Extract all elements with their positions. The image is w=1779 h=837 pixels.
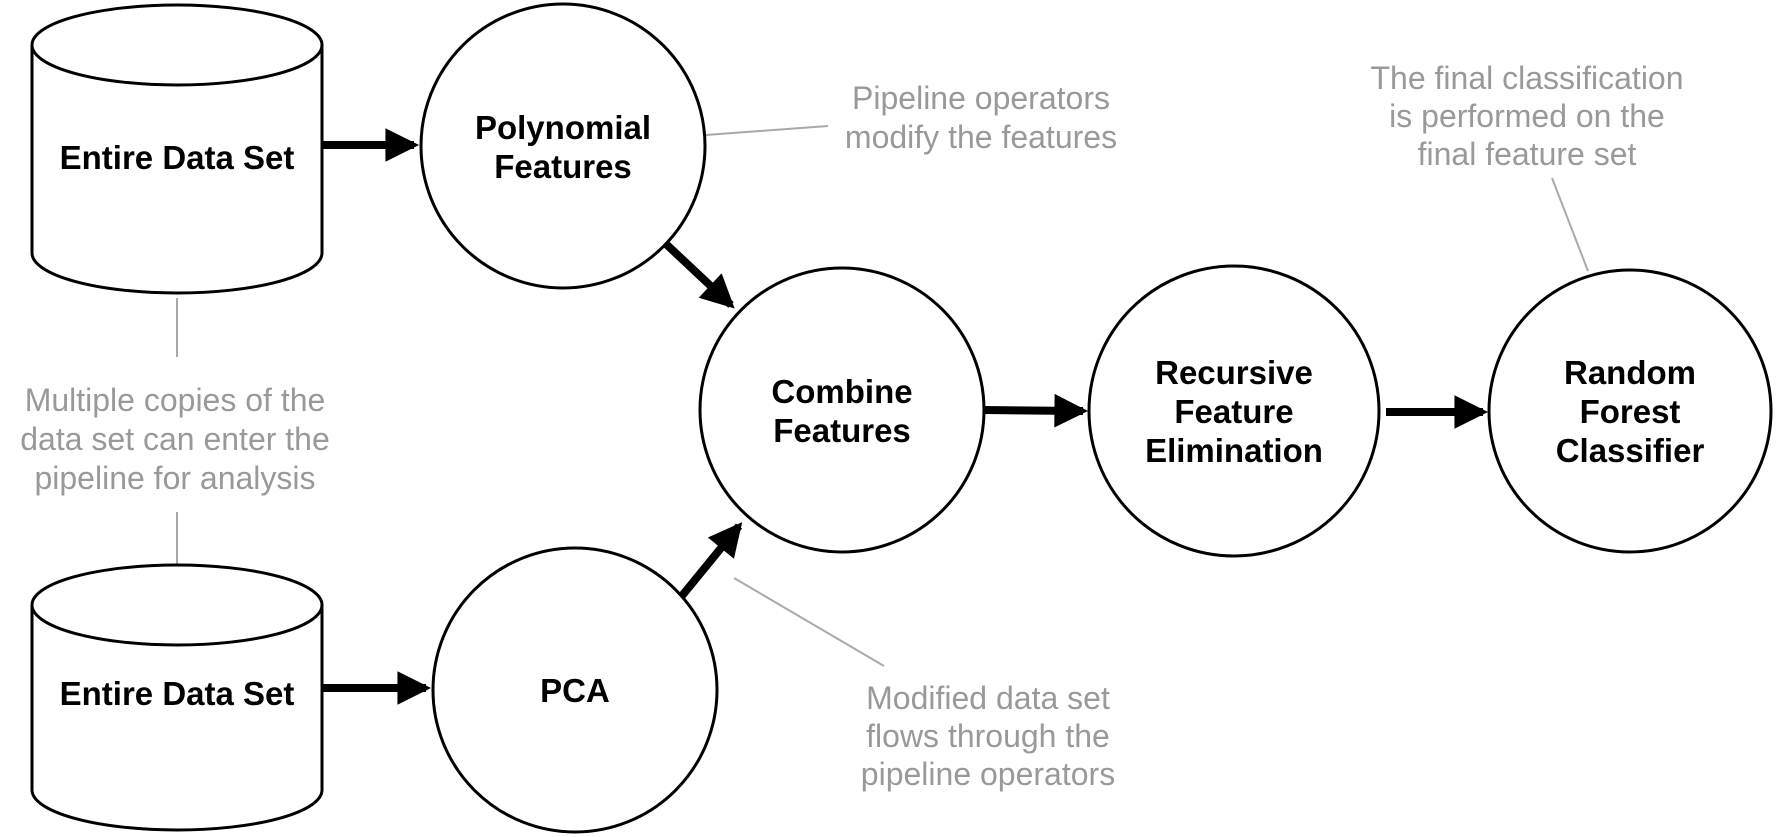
annotation-modified-data-set-line3: pipeline operators	[861, 756, 1115, 792]
flow-arrows	[322, 128, 1489, 705]
rf-label-line1: Random	[1564, 354, 1696, 391]
polynomial-features-circle	[419, 2, 707, 290]
datastore-bottom-cylinder-lid	[30, 563, 324, 647]
datastore-top-cylinder-lid	[30, 3, 324, 87]
datastore-bottom-label: Entire Data Set	[60, 675, 295, 712]
rfe-label-line2: Feature	[1174, 393, 1293, 430]
annotation-multiple-copies-line1: Multiple copies of the	[25, 382, 326, 418]
annotation-final-classification-line2: is performed on the	[1389, 98, 1665, 134]
rfe-label-line3: Elimination	[1145, 432, 1323, 469]
rfe-label-line1: Recursive	[1155, 354, 1313, 391]
annotation-multiple-copies-line2: data set can enter the	[20, 421, 330, 457]
datastore-bottom-cylinder-body	[30, 605, 324, 832]
arrow-combine-to-rfe	[983, 393, 1089, 428]
rf-label-line3: Classifier	[1556, 432, 1705, 469]
annotation-final-classification: The final classification is performed on…	[1370, 60, 1683, 172]
annotation-modified-data-set: Modified data set flows through the pipe…	[861, 680, 1115, 792]
datastore-bottom: Entire Data Set	[30, 563, 324, 832]
annotation-pipeline-operators-line1: Pipeline operators	[852, 80, 1110, 116]
pca-circle	[431, 546, 719, 834]
datastore-top-label: Entire Data Set	[60, 139, 295, 176]
datastore-top-cylinder-body	[30, 45, 324, 295]
node-random-forest-classifier: Random Forest Classifier	[1487, 268, 1773, 554]
annotation-modified-data-set-line2: flows through the	[866, 718, 1110, 754]
annotation-multiple-copies-line3: pipeline for analysis	[34, 460, 315, 496]
annotation-multiple-copies: Multiple copies of the data set can ente…	[20, 382, 330, 496]
arrow-polynomial-to-combine	[663, 241, 735, 309]
leader-lines	[176, 125, 1589, 667]
random-forest-classifier-circle	[1487, 268, 1773, 554]
leader-line-polynomial-to-note	[705, 125, 829, 136]
arrow-pca-to-combine	[677, 522, 743, 600]
node-pca: PCA	[431, 546, 719, 834]
annotation-modified-data-set-line1: Modified data set	[866, 680, 1110, 716]
leader-line-arrow-to-modified-note	[733, 577, 885, 667]
polynomial-features-label-line2: Features	[494, 148, 632, 185]
pca-label: PCA	[540, 672, 610, 709]
node-polynomial-features: Polynomial Features	[419, 2, 707, 290]
combine-features-label-line2: Features	[773, 412, 911, 449]
rf-label-line2: Forest	[1580, 393, 1681, 430]
leader-line-note-to-random-forest	[1551, 177, 1589, 272]
datastore-top: Entire Data Set	[30, 3, 324, 295]
node-recursive-feature-elimination: Recursive Feature Elimination	[1087, 264, 1381, 558]
combine-features-circle	[698, 266, 986, 554]
combine-features-label-line1: Combine	[771, 373, 912, 410]
annotation-final-classification-line1: The final classification	[1370, 60, 1683, 96]
annotation-pipeline-operators-line2: modify the features	[845, 119, 1117, 155]
polynomial-features-label-line1: Polynomial	[475, 109, 651, 146]
annotation-pipeline-operators: Pipeline operators modify the features	[845, 80, 1117, 155]
annotation-final-classification-line3: final feature set	[1418, 136, 1637, 172]
recursive-feature-elimination-circle	[1087, 264, 1381, 558]
node-combine-features: Combine Features	[698, 266, 986, 554]
